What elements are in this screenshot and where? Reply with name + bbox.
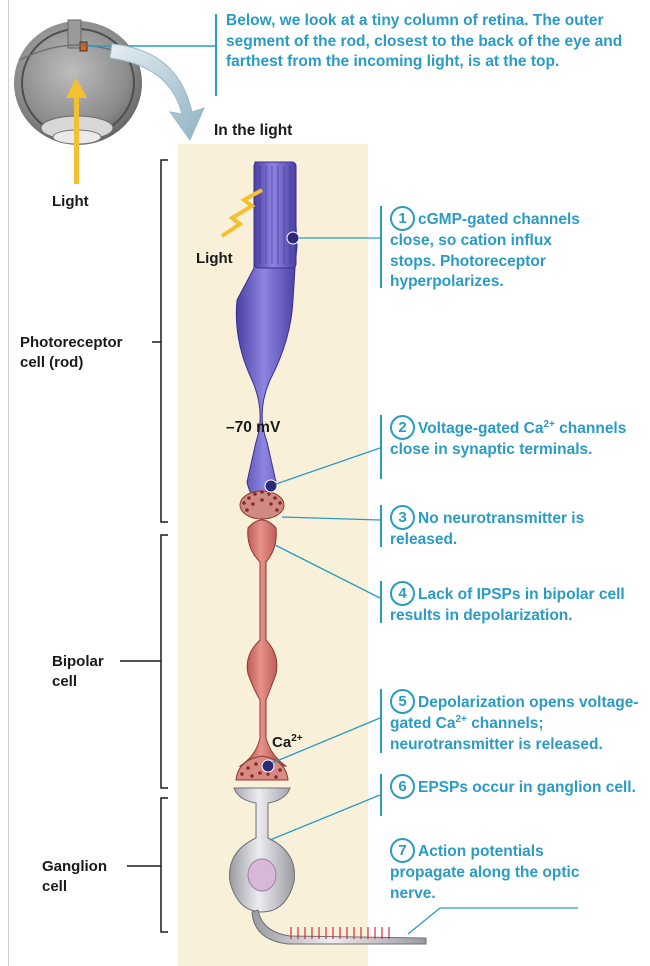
step-7-text: Action potentials propagate along the op… — [390, 843, 580, 902]
label-ganglion-line1: Ganglion — [42, 858, 107, 875]
light-label-eye: Light — [52, 193, 89, 210]
label-photoreceptor-cell: Photoreceptor cell (rod) — [20, 333, 123, 373]
cell-brackets — [120, 159, 168, 933]
step-4-text: Lack of IPSPs in bipolar cell results in… — [390, 586, 625, 624]
label-bipolar-cell: Bipolar cell — [52, 652, 104, 692]
step-2-text-a: Voltage-gated Ca — [418, 420, 544, 437]
calcium-text: Ca — [272, 734, 292, 751]
step-4-number: 4 — [390, 581, 415, 606]
intro-text: Below, we look at a tiny column of retin… — [226, 12, 623, 70]
voltage-label: –70 mV — [226, 419, 281, 436]
ganglion-cell — [229, 787, 427, 945]
zoom-arrow — [109, 43, 205, 142]
step-5-sup: 2+ — [455, 713, 467, 725]
step-leader-lines — [269, 237, 578, 935]
lightning-icon — [220, 188, 263, 238]
step-1-text: cGMP-gated channels close, so cation inf… — [390, 211, 580, 290]
step-7-number: 7 — [390, 838, 415, 863]
calcium-label: Ca2+ — [272, 733, 303, 753]
step-3-text: No neurotransmitter is released. — [390, 510, 585, 548]
step-5-number: 5 — [390, 689, 415, 714]
page-left-border — [8, 0, 9, 966]
light-label-rod: Light — [196, 250, 233, 267]
label-bipolar-line2: cell — [52, 673, 78, 690]
label-ganglion-cell: Ganglion cell — [42, 857, 107, 897]
calcium-charge: 2+ — [291, 733, 303, 744]
label-ganglion-line2: cell — [42, 878, 68, 895]
step-2-sup: 2+ — [543, 418, 555, 430]
step-6-text: EPSPs occur in ganglion cell. — [418, 779, 636, 796]
step-5-text-b: channels; neurotransmitter is released. — [390, 715, 603, 753]
label-bipolar-line1: Bipolar — [52, 653, 104, 670]
step-3-number: 3 — [390, 505, 415, 530]
label-photoreceptor-line1: Photoreceptor — [20, 334, 123, 351]
diagram-header: In the light — [214, 122, 293, 139]
label-photoreceptor-line2: cell (rod) — [20, 354, 84, 371]
rod-cell — [235, 161, 300, 520]
step-6-number: 6 — [390, 774, 415, 799]
step-5-text-a: Depolarization opens voltage-gated Ca — [390, 694, 639, 732]
step-1-number: 1 — [390, 206, 415, 231]
step-2-number: 2 — [390, 415, 415, 440]
step-2-text-b: channels close in synaptic terminals. — [390, 420, 627, 458]
light-arrow-eye — [66, 78, 87, 184]
